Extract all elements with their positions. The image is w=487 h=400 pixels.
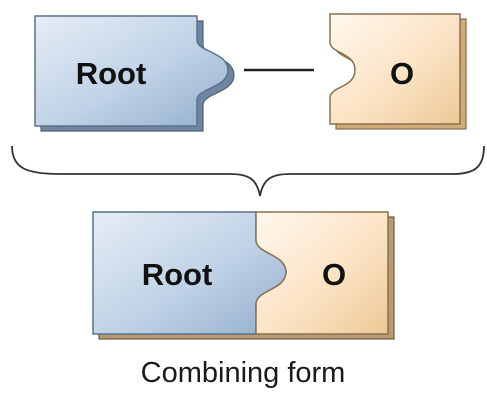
o-label-combined: O: [322, 257, 346, 292]
combined-o-piece: O: [255, 211, 389, 335]
root-label-top: Root: [76, 56, 147, 91]
o-puzzle-piece: O: [329, 13, 467, 130]
combined-puzzle: Root O: [92, 211, 395, 340]
combined-root-piece: Root: [92, 211, 287, 335]
root-label-combined: Root: [142, 257, 213, 292]
root-puzzle-piece: Root: [34, 15, 235, 132]
grouping-brace: [11, 145, 485, 197]
caption: Combining form: [141, 357, 346, 389]
o-label-top: O: [390, 56, 414, 91]
